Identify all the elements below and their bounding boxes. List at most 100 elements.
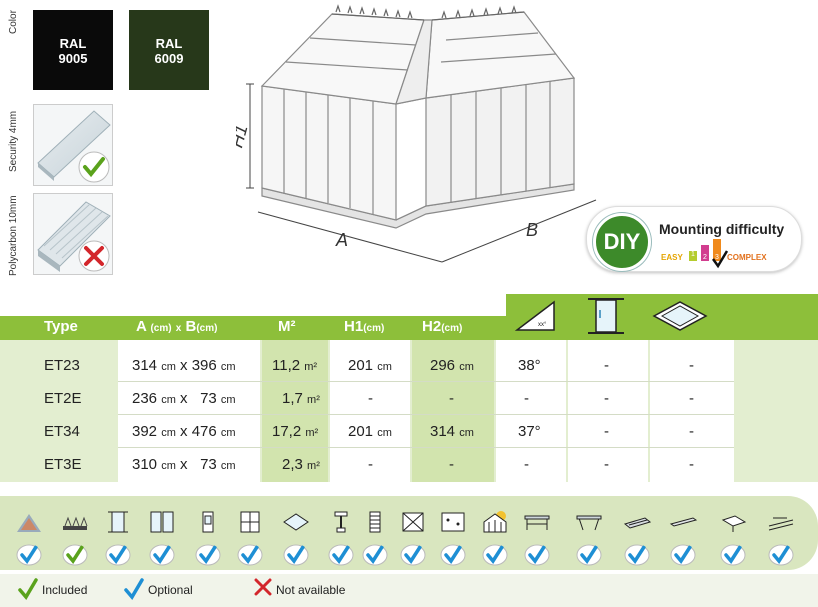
- staging-icon: [524, 515, 550, 530]
- difficulty-complex-label: COMPLEX: [727, 253, 767, 262]
- security-glass-image: [34, 105, 112, 185]
- difficulty-level-2: 2: [701, 245, 709, 261]
- cell-window: -: [689, 390, 694, 407]
- accessory-item: [620, 506, 654, 570]
- col-header-m2: M²: [278, 318, 296, 335]
- cell-h2-value: 314: [430, 423, 456, 440]
- double-door-icon: [150, 511, 174, 533]
- difficulty-level-3-text: 3: [715, 254, 719, 261]
- cell-h2-unit: cm: [459, 361, 474, 373]
- cell-type: ET23: [44, 357, 80, 374]
- optional-check-icon: [328, 544, 354, 566]
- diy-circle: DIY: [593, 213, 651, 271]
- h1-dimension-label: H1: [236, 122, 252, 149]
- b-dimension-label: B: [526, 220, 538, 240]
- cell-dimensions: 236 cm x 73 cm: [132, 381, 236, 418]
- optional-check-icon: [482, 544, 508, 566]
- cell-b: 396: [191, 357, 217, 374]
- window-opener-icon: [334, 511, 348, 533]
- optional-check-icon: [105, 544, 131, 566]
- col-header-h1-unit: (cm): [363, 323, 385, 334]
- window-icon: [652, 301, 708, 331]
- difficulty-easy-label: EASY: [661, 253, 683, 262]
- optional-check-icon: [283, 544, 309, 566]
- shading-icon: [402, 512, 424, 532]
- difficulty-level-1: 1: [689, 251, 697, 261]
- accessory-item: [279, 506, 313, 570]
- legend-included-label: Included: [42, 583, 88, 597]
- cell-window: -: [689, 456, 694, 473]
- greenhouse-diagram: H1 A B: [236, 4, 597, 263]
- accessory-item: [191, 506, 225, 570]
- svg-text:xx°: xx°: [538, 322, 547, 328]
- col-ab-bg: [118, 340, 260, 482]
- optional-check-icon: [16, 544, 42, 566]
- optional-check-icon: [400, 544, 426, 566]
- bench-icon: [721, 515, 747, 532]
- cell-dimensions: 314 cm x 396 cm: [132, 348, 236, 385]
- cell-x: x: [180, 357, 188, 374]
- cell-h1: -: [368, 447, 373, 484]
- cell-a: 392: [132, 423, 158, 440]
- accessory-item: [572, 506, 606, 570]
- cell-a: 310: [132, 456, 158, 473]
- security-label: Security 4mm: [8, 110, 19, 172]
- legend-not-available-icon: [254, 578, 272, 596]
- col-header-b-unit: (cm): [196, 323, 218, 334]
- legend-included-icon: [18, 578, 38, 600]
- accessory-item: [358, 506, 392, 570]
- optional-check-icon: [524, 544, 550, 566]
- cell-door: -: [604, 423, 609, 440]
- roof-angle-icon: xx°: [514, 300, 555, 331]
- accessory-item: [324, 506, 358, 570]
- col-header-h2: H2(cm): [422, 318, 462, 335]
- cell-dimensions: 392 cm x 476 cm: [132, 414, 236, 451]
- col-header-a-unit: (cm): [150, 323, 172, 334]
- row-divider: [118, 381, 734, 382]
- row-divider: [118, 414, 734, 415]
- heater-icon: [483, 511, 507, 533]
- security-glass-sample: [33, 104, 113, 186]
- difficulty-level-2-text: 2: [703, 254, 707, 261]
- col-header-x: x: [175, 323, 182, 334]
- difficulty-level-1-text: 1: [691, 251, 695, 258]
- optional-check-icon: [237, 544, 263, 566]
- col-h2-bg: [412, 340, 494, 482]
- col-angle-bg: [496, 340, 566, 482]
- cell-m2: 11,2: [272, 357, 301, 374]
- cell-a: 314: [132, 357, 158, 374]
- cell-b-unit: cm: [220, 460, 236, 472]
- optional-check-icon: [440, 544, 466, 566]
- cell-area: 17,2 m²: [272, 414, 318, 451]
- col-header-b: B: [185, 318, 197, 335]
- col-header-ab: A (cm) x B(cm): [136, 318, 217, 335]
- swatch-code: 9005: [58, 51, 88, 66]
- cell-h1-unit: cm: [377, 427, 392, 439]
- cell-b-unit: cm: [220, 361, 236, 373]
- cell-m2-unit: m²: [305, 427, 319, 439]
- accessory-item: [716, 506, 750, 570]
- col-h1-bg: [330, 340, 410, 482]
- cell-b: 476: [191, 423, 217, 440]
- tray-icon: [623, 517, 651, 529]
- col-door-bg: [568, 340, 648, 482]
- rail-icon: [768, 517, 794, 531]
- cell-x: x: [180, 390, 188, 407]
- cell-a: 236: [132, 390, 158, 407]
- col-m2-bg: [262, 340, 328, 482]
- col-header-h2-text: H2: [422, 318, 442, 335]
- cell-angle: -: [524, 456, 529, 473]
- cell-x: x: [180, 456, 188, 473]
- door-icon: [588, 298, 624, 334]
- cell-h1-value: 201: [348, 357, 374, 374]
- accessory-item: [396, 506, 430, 570]
- mounting-difficulty-badge: DIY Mounting difficulty EASY 1 2 3 COMPL…: [586, 206, 802, 272]
- optional-check-icon: [720, 544, 746, 566]
- color-fan-icon: [17, 514, 41, 532]
- accessory-item: [520, 506, 554, 570]
- legend-optional-label: Optional: [148, 583, 193, 597]
- accessory-item: [58, 506, 92, 570]
- accessory-item: [666, 506, 700, 570]
